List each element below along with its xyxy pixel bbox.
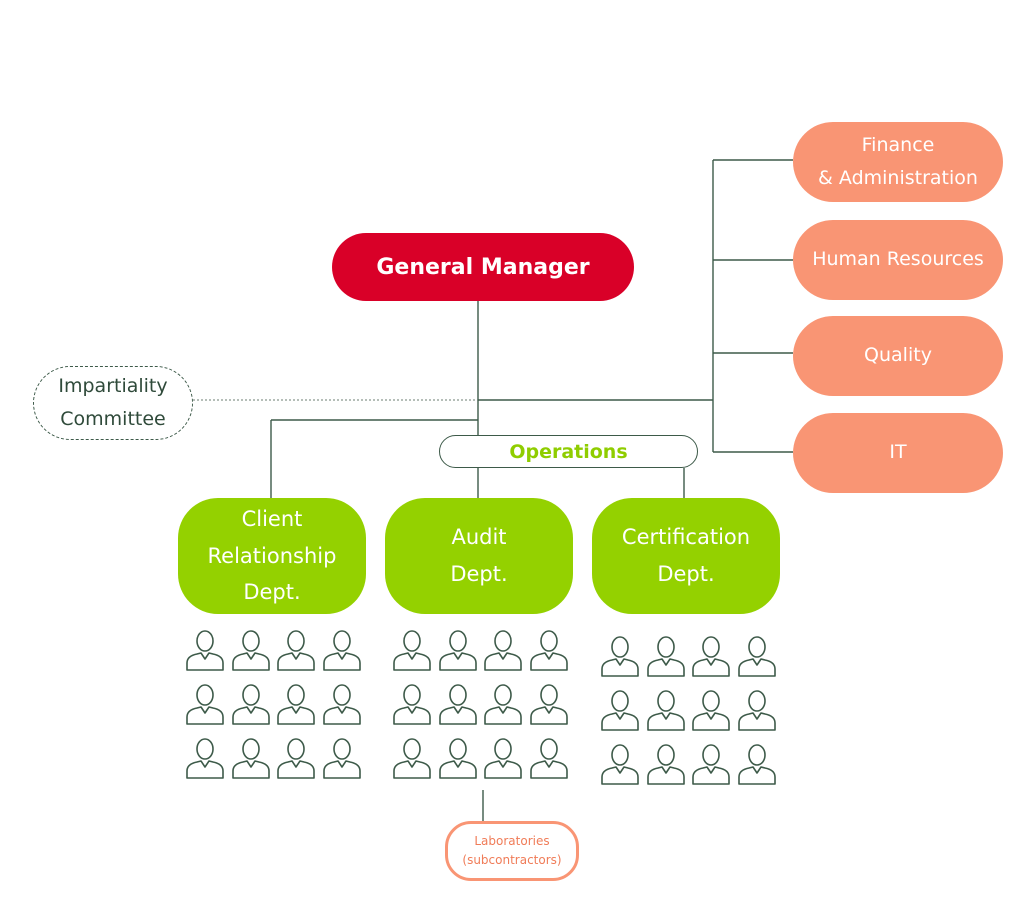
- general-manager-label: General Manager: [376, 254, 590, 280]
- person-icon: [231, 684, 270, 725]
- support-box-quality: Quality: [793, 316, 1003, 396]
- person-icon: [322, 684, 361, 725]
- person-icon: [393, 684, 431, 725]
- staff-grid-audit: [391, 628, 571, 779]
- operations-label: Operations: [509, 440, 628, 463]
- person-icon: [186, 684, 224, 725]
- dept-box-certification: Certification Dept.: [592, 498, 780, 614]
- operations-box: Operations: [439, 435, 698, 468]
- person-icon: [692, 690, 730, 731]
- dept-label-client-relationship: Client Relationship Dept.: [207, 506, 337, 605]
- person-icon: [737, 744, 776, 785]
- support-box-finance: Finance & Administration: [793, 122, 1003, 202]
- person-icon: [601, 690, 639, 731]
- person-icon: [186, 738, 224, 779]
- person-icon: [438, 684, 477, 725]
- person-icon: [484, 684, 522, 725]
- support-box-hr: Human Resources: [793, 220, 1003, 300]
- staff-grid-certification: [599, 634, 779, 785]
- impartiality-committee-label: Impartiality Committee: [58, 374, 168, 430]
- person-icon: [601, 636, 639, 677]
- dept-box-audit: Audit Dept.: [385, 498, 573, 614]
- person-icon: [277, 630, 315, 671]
- laboratories-box: Laboratories (subcontractors): [445, 821, 579, 881]
- support-label-it: IT: [889, 441, 907, 464]
- person-icon: [646, 690, 685, 731]
- person-icon: [646, 744, 685, 785]
- impartiality-committee-box: Impartiality Committee: [33, 366, 193, 440]
- person-icon: [529, 630, 568, 671]
- person-icon: [692, 636, 730, 677]
- person-icon: [484, 630, 522, 671]
- person-icon: [393, 630, 431, 671]
- dept-label-certification: Certification Dept.: [621, 525, 751, 586]
- person-icon: [737, 690, 776, 731]
- person-icon: [322, 630, 361, 671]
- person-icon: [277, 684, 315, 725]
- person-icon: [737, 636, 776, 677]
- person-icon: [601, 744, 639, 785]
- person-icon: [646, 636, 685, 677]
- person-icon: [692, 744, 730, 785]
- person-icon: [438, 630, 477, 671]
- person-icon: [484, 738, 522, 779]
- person-icon: [529, 738, 568, 779]
- support-label-finance: Finance & Administration: [818, 133, 978, 189]
- person-icon: [231, 630, 270, 671]
- person-icon: [393, 738, 431, 779]
- support-label-quality: Quality: [864, 344, 932, 367]
- person-icon: [231, 738, 270, 779]
- general-manager-box: General Manager: [332, 233, 634, 301]
- person-icon: [186, 630, 224, 671]
- person-icon: [322, 738, 361, 779]
- person-icon: [529, 684, 568, 725]
- support-box-it: IT: [793, 413, 1003, 493]
- person-icon: [277, 738, 315, 779]
- dept-label-audit: Audit Dept.: [450, 525, 508, 586]
- laboratories-label: Laboratories (subcontractors): [462, 833, 562, 867]
- person-icon: [438, 738, 477, 779]
- staff-grid-client-relationship: [184, 628, 364, 779]
- dept-box-client-relationship: Client Relationship Dept.: [178, 498, 366, 614]
- support-label-hr: Human Resources: [812, 248, 984, 271]
